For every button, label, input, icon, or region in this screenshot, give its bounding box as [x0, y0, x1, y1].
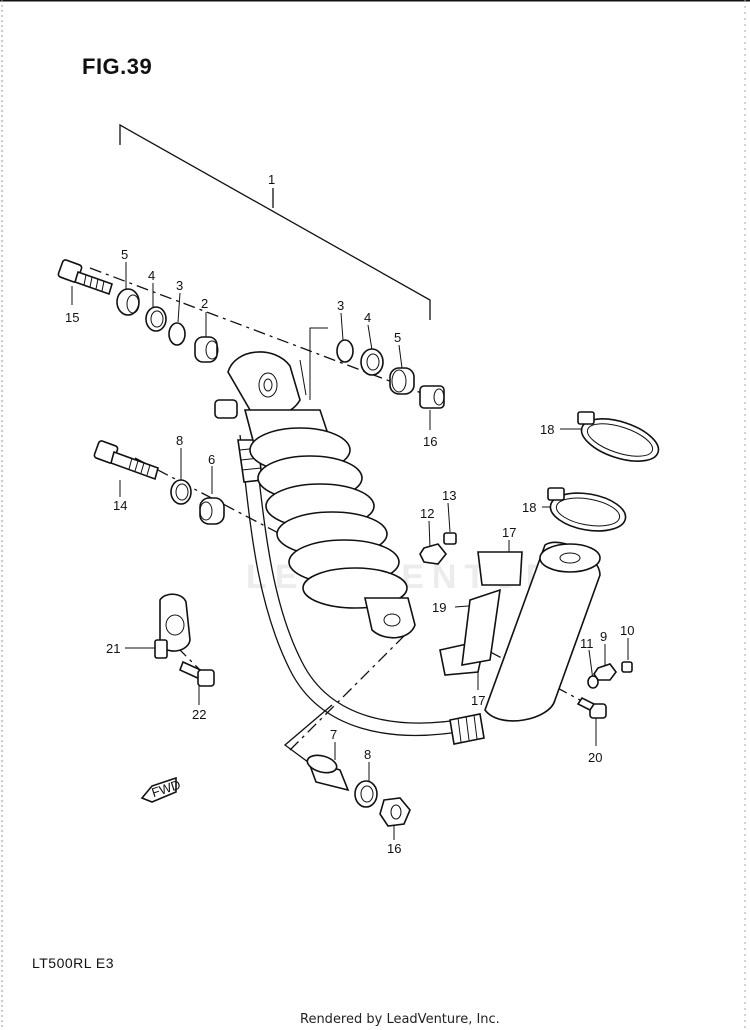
callout-18: 18 [540, 422, 554, 437]
screw-13 [443, 532, 457, 545]
clamp-18-upper [577, 411, 660, 462]
callout-10: 10 [620, 623, 634, 638]
callout-17: 17 [502, 525, 516, 540]
sleeve-7 [306, 754, 350, 792]
callout-22: 22 [192, 707, 206, 722]
callout-4: 4 [148, 268, 155, 283]
callout-16: 16 [387, 841, 401, 856]
seal-8 [170, 479, 192, 505]
washer-11 [587, 675, 599, 689]
callout-15: 15 [65, 310, 79, 325]
bolt-20 [576, 696, 607, 719]
callout-20: 20 [588, 750, 602, 765]
assembly-bracket [119, 123, 431, 320]
nut-16-lower [379, 797, 411, 827]
collar-5 [116, 288, 140, 316]
callout-14: 14 [113, 498, 127, 513]
callout-3: 3 [337, 298, 344, 313]
reservoir-19 [461, 541, 601, 722]
bolt-14 [93, 440, 159, 481]
callout-19: 19 [432, 600, 446, 615]
seal-4 [145, 306, 167, 332]
seal-8-lower [354, 780, 378, 808]
ring-3-right [336, 339, 354, 363]
bearing-2 [194, 336, 219, 363]
nut-16-upper [419, 385, 445, 409]
figure-title: FIG.39 [82, 54, 153, 79]
callout-7: 7 [330, 727, 337, 742]
callout-9: 9 [600, 629, 607, 644]
callout-11: 11 [580, 636, 594, 651]
seal-4-right [360, 348, 384, 376]
callout-16: 16 [423, 434, 437, 449]
callout-13: 13 [442, 488, 456, 503]
clamp-18-lower [547, 487, 627, 532]
sleeve-bracket [283, 704, 333, 766]
callout-8: 8 [176, 433, 183, 448]
callout-12: 12 [420, 506, 434, 521]
bolt-15 [57, 259, 113, 296]
bearing-6 [199, 497, 225, 525]
callout-4: 4 [364, 310, 371, 325]
callout-17: 17 [471, 693, 485, 708]
collar-5-right [389, 367, 415, 395]
bolt-22 [178, 660, 215, 687]
shock-absorber-1 [214, 351, 416, 639]
fwd-arrow-icon: FWD [140, 777, 182, 803]
ring-3 [168, 322, 186, 346]
callout-18: 18 [522, 500, 536, 515]
screw-10 [621, 661, 633, 673]
callout-labels: 1 2 3 3 4 4 5 5 6 7 8 8 9 10 11 12 13 14… [65, 172, 634, 856]
callout-1: 1 [268, 172, 275, 187]
credit-line: Rendered by LeadVenture, Inc. [300, 1012, 500, 1027]
nut-12 [419, 543, 448, 565]
callout-2: 2 [201, 296, 208, 311]
hose-clamp-21 [154, 593, 191, 659]
callout-3: 3 [176, 278, 183, 293]
nut-9 [593, 663, 617, 681]
callout-8: 8 [364, 747, 371, 762]
callout-5: 5 [121, 247, 128, 262]
callout-21: 21 [106, 641, 120, 656]
model-code: LT500RL E3 [32, 955, 115, 971]
callout-5: 5 [394, 330, 401, 345]
callout-6: 6 [208, 452, 215, 467]
